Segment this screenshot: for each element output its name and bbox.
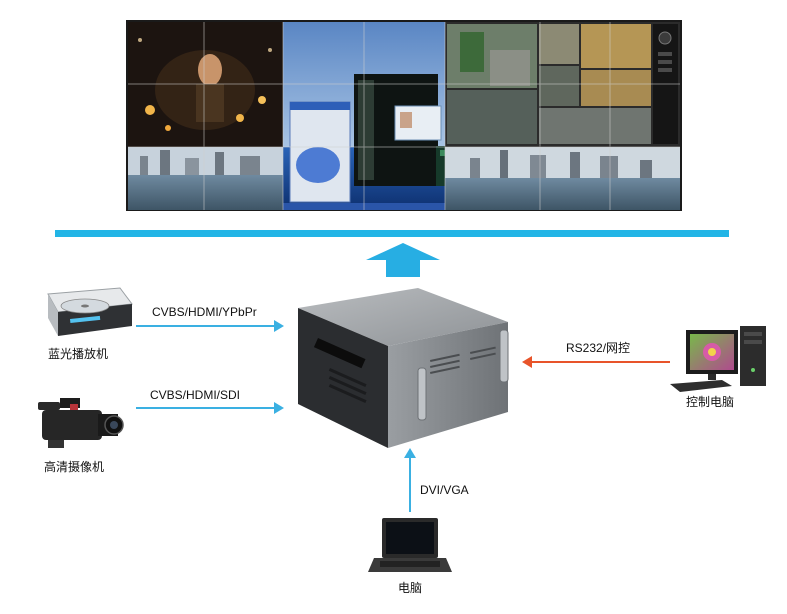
video-matrix-processor-icon: [298, 288, 509, 448]
laptop-input-arrow: [404, 448, 416, 512]
control-input-arrow: [522, 356, 670, 368]
hd-camcorder-label: 高清摄像机: [44, 459, 104, 474]
laptop-label: 电脑: [398, 581, 422, 595]
laptop-icon: [368, 518, 452, 572]
city-skyline-icon: [128, 147, 680, 210]
desktop-computer-icon: [670, 326, 766, 392]
bluray-connection-label: CVBS/HDMI/YPbPr: [152, 305, 257, 319]
control-pc-label: 控制电脑: [686, 395, 734, 409]
output-bus-line: [55, 230, 729, 237]
video-wall-icon: [126, 20, 682, 211]
bluray-player-label: 蓝光播放机: [48, 346, 108, 361]
output-up-arrow: [366, 243, 440, 277]
camcorder-connection-label: CVBS/HDMI/SDI: [150, 388, 240, 402]
laptop-connection-label: DVI/VGA: [420, 483, 469, 497]
camcorder-input-arrow: [136, 402, 284, 414]
hd-camcorder-icon: [38, 398, 124, 448]
control-connection-label: RS232/网控: [566, 341, 630, 355]
bluray-input-arrow: [136, 320, 284, 332]
bluray-player-icon: [47, 287, 133, 336]
